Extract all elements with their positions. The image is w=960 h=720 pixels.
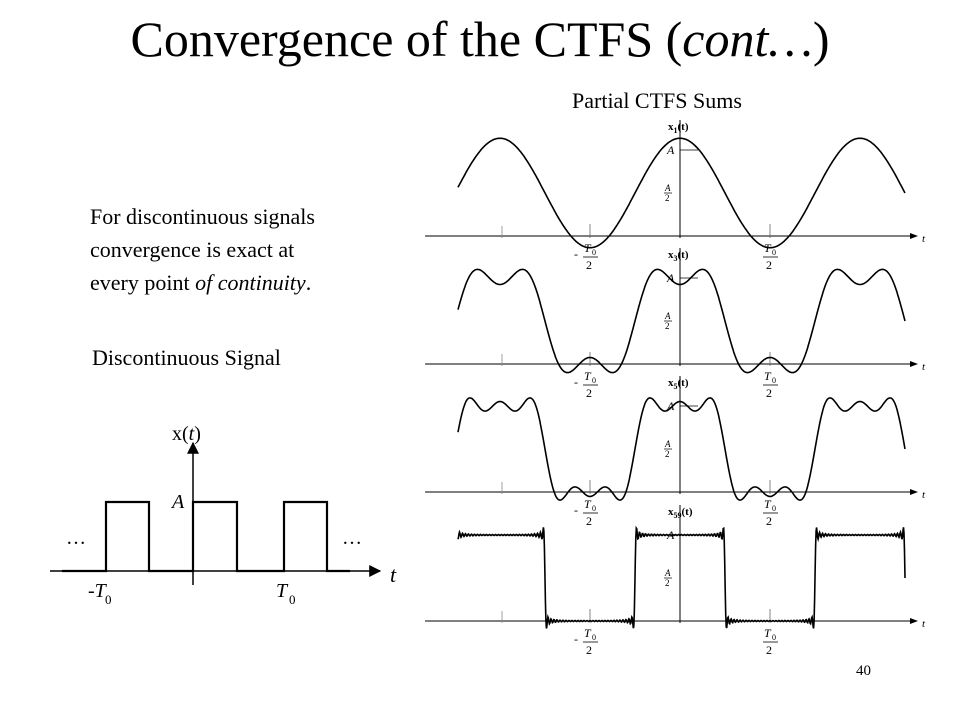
panel-tick-label-pos-sub: 0 <box>772 504 776 513</box>
partial-sum-trace-5 <box>457 397 906 501</box>
panel-name-label: x5(t) <box>668 377 689 391</box>
panel-tick-label-pos-den: 2 <box>766 386 772 400</box>
panel-name-label: x3(t) <box>668 249 689 263</box>
square-wave-ellipsis-right: … <box>342 527 362 549</box>
panel-tick-label-neg-den: 2 <box>586 258 592 272</box>
panel-tick-label-neg-T: T <box>584 369 592 383</box>
panel-tick-label-pos-T: T <box>764 497 772 511</box>
panel-half-den: 2 <box>665 193 670 203</box>
panel-tick-label-pos-sub: 0 <box>772 376 776 385</box>
panel-half-den: 2 <box>665 449 670 459</box>
panel-tick-label-neg-sign: - <box>574 632 578 646</box>
page-number: 40 <box>856 663 871 679</box>
square-wave-ellipsis-left: … <box>66 527 86 549</box>
panel-tick-label-neg-sign: - <box>574 503 578 517</box>
panel-tick-label-neg-sub: 0 <box>592 376 596 385</box>
panel-t-label: t <box>922 361 926 373</box>
square-wave-tick-pos: T <box>276 580 289 602</box>
panel-tick-label-neg-sub: 0 <box>592 248 596 257</box>
panel-half-num: A <box>664 311 671 321</box>
panel-t-axis-arrow <box>910 489 918 495</box>
square-wave-tick-neg: -T <box>88 580 108 602</box>
panel-amp-label: A <box>666 143 675 157</box>
panel-tick-label-pos-sub: 0 <box>772 633 776 642</box>
caption-line-2: convergence is exact at <box>90 237 295 262</box>
caption: For discontinuous signals convergence is… <box>90 200 315 299</box>
square-wave-tick-neg-sub: 0 <box>105 592 112 607</box>
square-wave-amp-label: A <box>170 491 185 513</box>
panel-t-axis-arrow <box>910 233 918 239</box>
panel-tick-label-neg-den: 2 <box>586 643 592 657</box>
panel-name-label: x1(t) <box>668 121 689 135</box>
panel-half-num: A <box>664 439 671 449</box>
panel-t-label: t <box>922 618 926 630</box>
caption-line-3-pre: every point <box>90 270 196 295</box>
panel-tick-label-neg-den: 2 <box>586 514 592 528</box>
panel-tick-label-neg-sign: - <box>574 375 578 389</box>
square-wave-trace <box>62 500 350 573</box>
title-close: ) <box>812 11 830 67</box>
panel-name-label: x59(t) <box>668 506 693 520</box>
partial-sum-trace-1 <box>457 137 906 249</box>
partial-sum-trace-59 <box>457 525 906 629</box>
panel-amp-label: A <box>666 399 675 413</box>
panel-tick-label-pos-den: 2 <box>766 643 772 657</box>
panel-t-axis-arrow <box>910 618 918 624</box>
panel-t-axis-arrow <box>910 361 918 367</box>
square-wave-ylabel: x(t) <box>172 423 201 445</box>
slide-title: Convergence of the CTFS (cont…) <box>0 10 960 68</box>
square-wave-tick-pos-sub: 0 <box>289 592 296 607</box>
panel-tick-label-pos-sub: 0 <box>772 248 776 257</box>
panel-t-label: t <box>922 489 926 501</box>
panel-tick-label-pos-den: 2 <box>766 514 772 528</box>
panel-tick-label-neg-T: T <box>584 626 592 640</box>
caption-line-3-italic: of continuity <box>195 270 306 295</box>
panel-tick-label-pos-den: 2 <box>766 258 772 272</box>
panel-tick-label-neg-T: T <box>584 497 592 511</box>
title-main: Convergence of the CTFS ( <box>130 11 683 67</box>
panel-tick-label-neg-sub: 0 <box>592 504 596 513</box>
panel-tick-label-pos-T: T <box>764 369 772 383</box>
panel-tick-label-neg-sign: - <box>574 247 578 261</box>
panel-tick-label-pos-T: T <box>764 626 772 640</box>
caption-line-3: every point of continuity. <box>90 266 315 299</box>
panel-half-den: 2 <box>665 578 670 588</box>
panel-tick-label-neg-den: 2 <box>586 386 592 400</box>
left-heading: Discontinuous Signal <box>92 345 281 370</box>
panel-amp-label: A <box>666 271 675 285</box>
right-heading: Partial CTFS Sums <box>572 88 742 113</box>
panel-half-num: A <box>664 183 671 193</box>
caption-line-1: For discontinuous signals <box>90 204 315 229</box>
panel-tick-label-neg-sub: 0 <box>592 633 596 642</box>
panel-t-label: t <box>922 233 926 245</box>
title-italic: cont… <box>682 11 813 67</box>
square-wave-xlabel: t <box>390 562 397 587</box>
panel-half-num: A <box>664 568 671 578</box>
caption-line-3-post: . <box>305 270 312 295</box>
partial-sum-trace-3 <box>457 268 906 374</box>
panel-half-den: 2 <box>665 321 670 331</box>
